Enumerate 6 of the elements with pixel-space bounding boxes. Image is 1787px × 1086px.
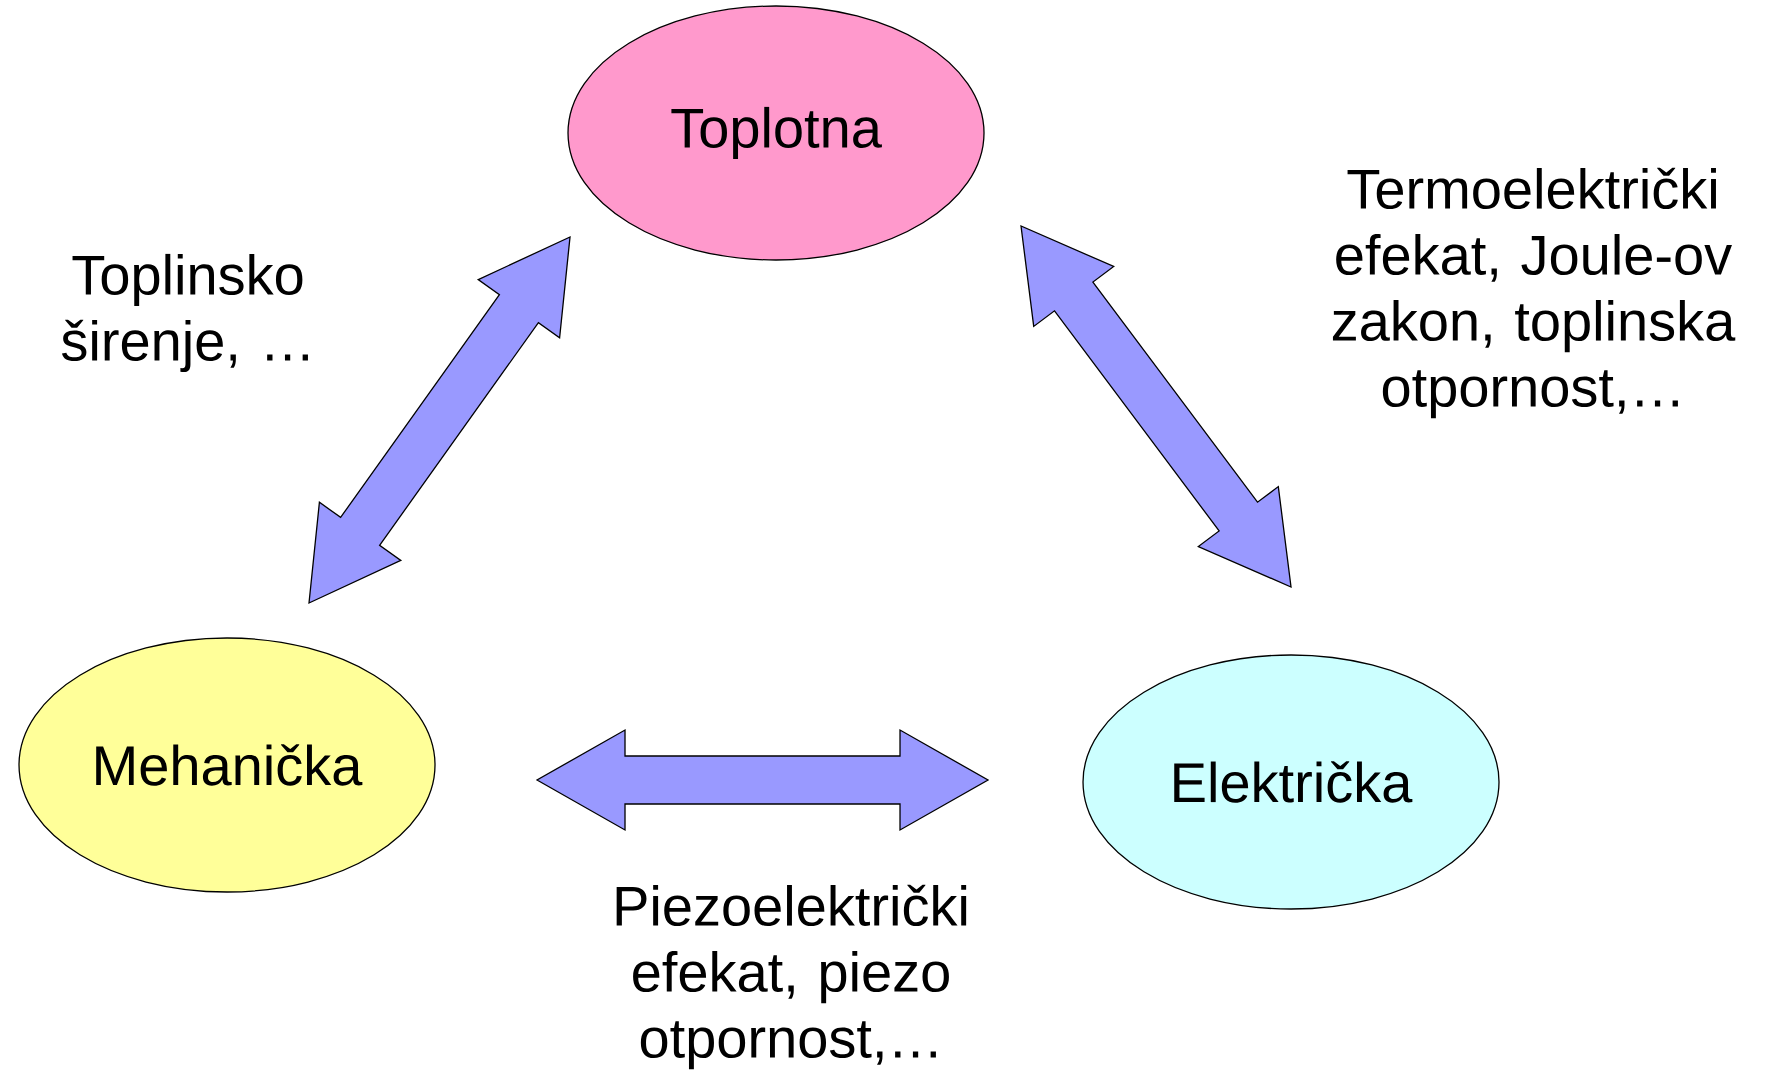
ellipse-node: Električka xyxy=(1082,654,1500,910)
ellipse-node: Mehanička xyxy=(18,637,436,893)
edge-label: Termoelektrički efekat, Joule-ov zakon, toplinska otpornost,… xyxy=(1332,167,1736,419)
ellipse-node: Toplotna xyxy=(567,5,985,261)
edge-label: Piezoelektrički efekat, piezo otpornost,… xyxy=(616,884,967,1070)
edge-label: Toplinsko širenje, … xyxy=(61,253,308,373)
